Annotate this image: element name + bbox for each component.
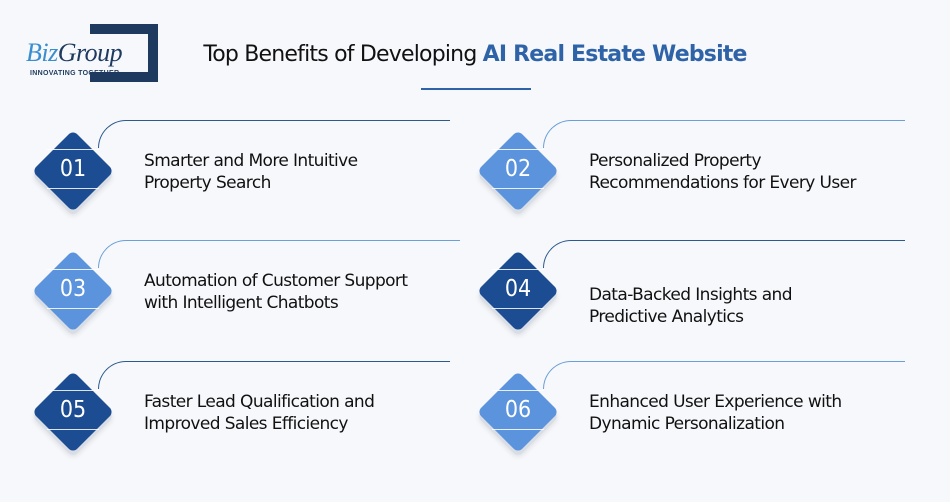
connector-line — [136, 240, 460, 241]
page-title: Top Benefits of Developing AI Real Estat… — [203, 42, 747, 67]
connector-line — [136, 361, 450, 362]
connector-curve — [543, 120, 583, 148]
connector-curve — [543, 240, 583, 268]
connector-line — [581, 240, 905, 241]
benefit-number: 02 — [491, 149, 545, 189]
logo-wordmark: BizGroup — [26, 38, 123, 67]
logo: BizGroup INNOVATING TOGETHER — [22, 24, 158, 82]
connector-line — [136, 120, 450, 121]
benefit-number: 05 — [46, 390, 100, 430]
logo-tagline: INNOVATING TOGETHER — [30, 70, 120, 77]
connector-curve — [98, 361, 138, 389]
benefit-number: 06 — [491, 390, 545, 430]
connector-line — [581, 120, 905, 121]
benefit-number: 03 — [46, 269, 100, 309]
connector-curve — [543, 361, 583, 389]
connector-line — [581, 361, 905, 362]
title-underline — [421, 88, 531, 90]
benefit-number: 04 — [491, 269, 545, 309]
connector-curve — [98, 240, 138, 268]
benefit-number: 01 — [46, 149, 100, 189]
connector-curve — [98, 120, 138, 148]
